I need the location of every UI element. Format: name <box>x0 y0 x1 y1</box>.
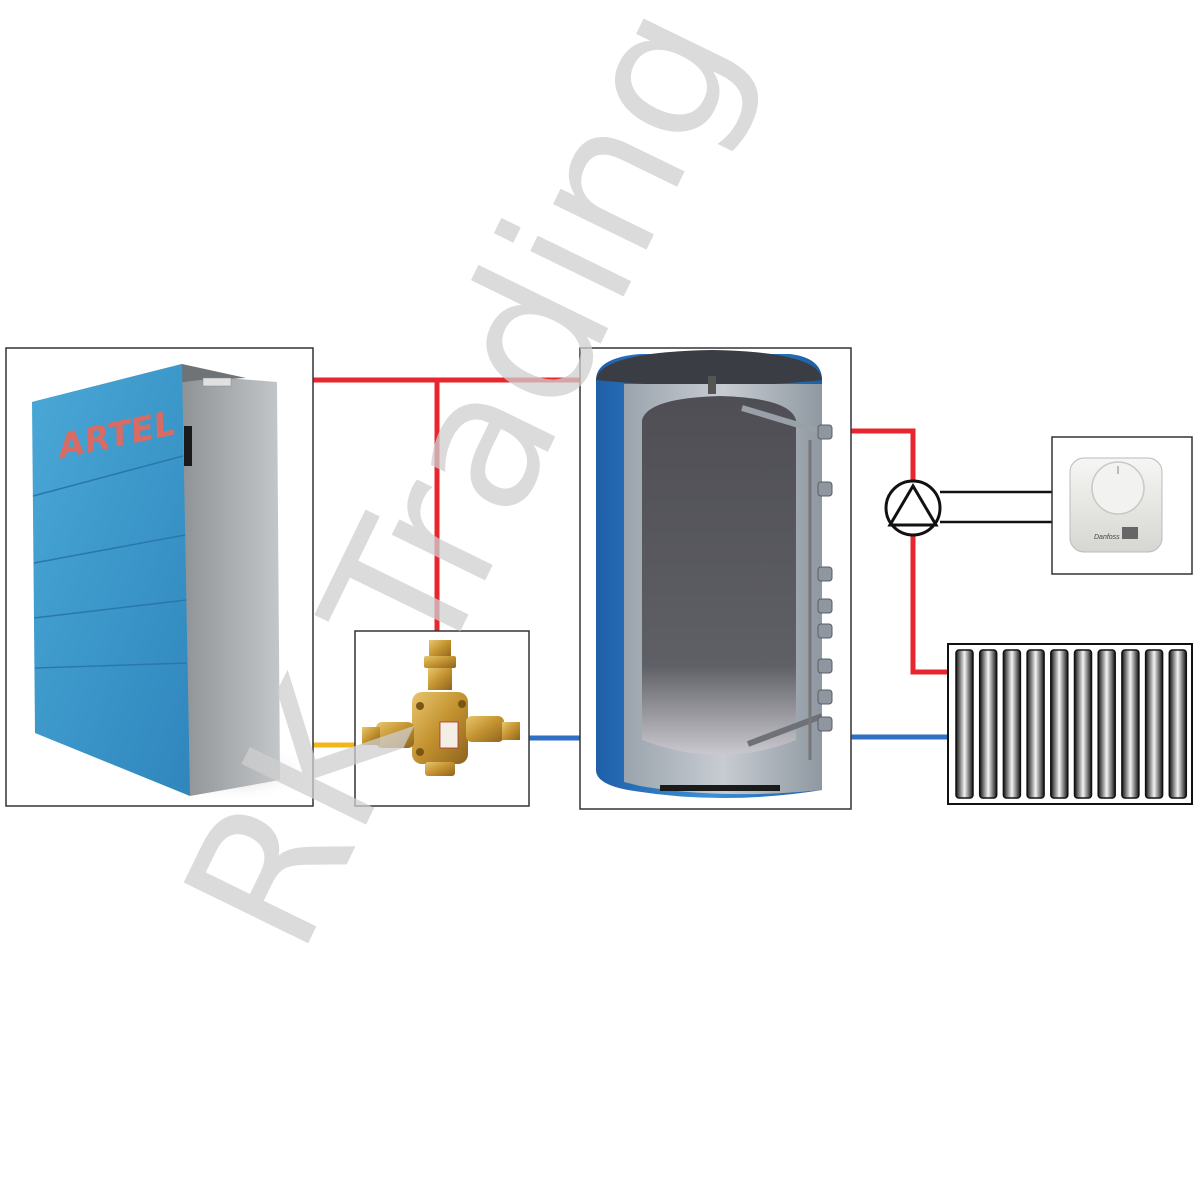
tank-connection-stubs <box>817 424 833 732</box>
boiler-panel: ARTEL <box>5 347 315 807</box>
valve-left-branch <box>376 722 414 748</box>
room-thermostat-panel: Danfoss <box>1051 436 1193 575</box>
thermostat-brand: Danfoss <box>1094 534 1120 541</box>
boiler-top-label <box>202 377 232 387</box>
piping <box>313 377 1052 748</box>
radiator-fin <box>1073 649 1093 799</box>
valve-bottom-nut <box>425 762 455 776</box>
boiler-door-handle <box>184 426 192 466</box>
valve-right-branch <box>466 716 504 742</box>
radiator-fin <box>1144 649 1164 799</box>
valve-bolt <box>416 748 424 756</box>
radiator-fin <box>1050 649 1069 799</box>
valve-right-outlet <box>502 722 520 740</box>
tank-internal-pipe-top <box>741 405 823 435</box>
thermostat-display <box>1122 527 1138 539</box>
radiator-fins <box>955 649 1188 799</box>
radiator-fin <box>1168 649 1188 799</box>
radiator-fin <box>955 649 974 799</box>
valve-left-inlet <box>362 727 380 745</box>
radiator-fin <box>1026 649 1045 799</box>
valve-bolt <box>458 700 466 708</box>
tank-inner-vessel <box>642 396 796 755</box>
boiler-panel-seams <box>32 455 188 669</box>
radiator-fin <box>978 649 998 799</box>
boiler-front <box>32 364 190 796</box>
valve-bolt <box>416 702 424 710</box>
tank-top-cap <box>596 350 822 386</box>
tank-legs <box>660 785 780 791</box>
mixing-valve-panel <box>354 630 530 807</box>
radiator-fin <box>1121 649 1140 799</box>
tank-top-fitting <box>708 376 716 394</box>
radiator-panel <box>947 643 1193 805</box>
radiator-fin <box>1002 649 1022 799</box>
circulation-pump-symbol <box>884 479 942 537</box>
heating-flow-pipe <box>851 428 948 675</box>
valve-top-inlet <box>429 640 451 658</box>
pump-circle <box>884 479 942 537</box>
valve-top-nut <box>424 656 456 668</box>
valve-top-neck <box>428 668 452 690</box>
thermostat-dial <box>1091 461 1145 515</box>
valve-label <box>439 721 459 749</box>
boiler-side-panel <box>182 370 280 796</box>
radiator-fin <box>1097 649 1116 799</box>
buffer-tank-panel <box>579 347 852 810</box>
pump-triangle-icon <box>887 483 939 527</box>
